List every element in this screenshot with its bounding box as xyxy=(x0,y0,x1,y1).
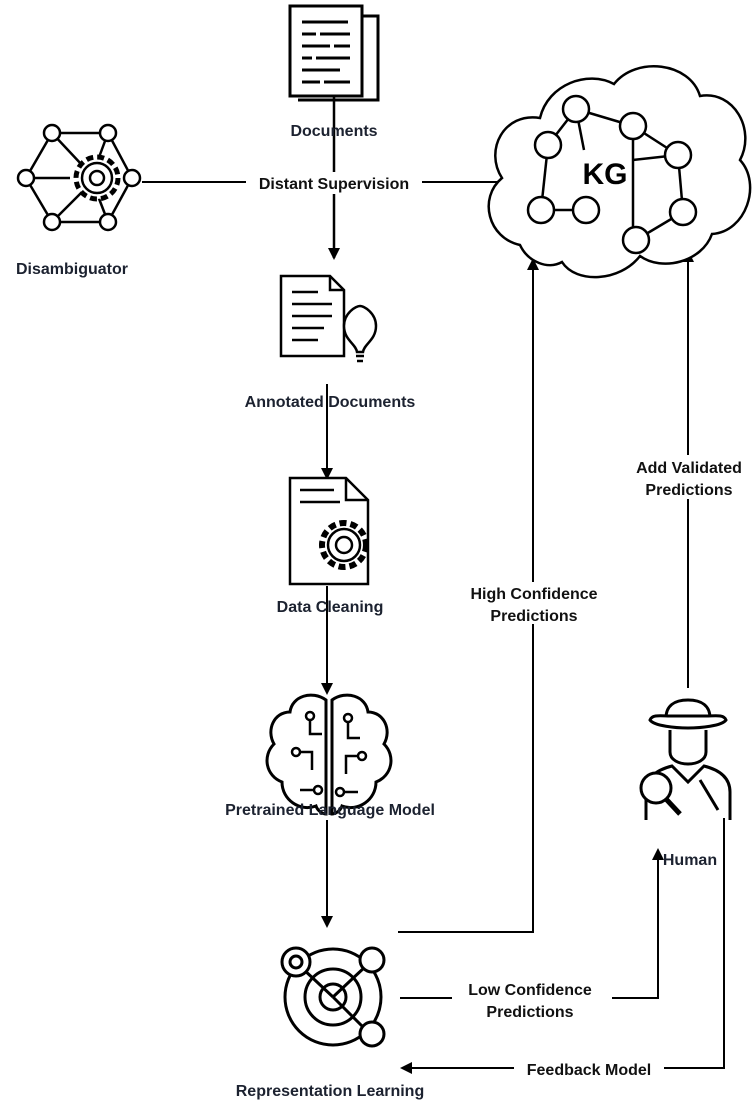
add-validated-backdrop xyxy=(622,455,754,499)
brain-circuit-icon xyxy=(265,693,393,816)
kg-label: KG xyxy=(583,158,628,191)
low-confidence-label-line1: Low Confidence xyxy=(468,982,592,999)
data-cleaning-icon xyxy=(288,476,370,586)
documents-icon xyxy=(288,4,380,102)
representation-learning-icon xyxy=(280,946,386,1048)
high-confidence-label-line2: Predictions xyxy=(490,608,577,625)
edge-labels: Distant Supervision High Confidence Pred… xyxy=(246,172,754,1080)
annotated-document-icon xyxy=(279,274,378,363)
feedback-model-backdrop xyxy=(514,1058,664,1080)
low-confidence-backdrop xyxy=(452,980,612,1022)
disambiguator-network-icon xyxy=(16,123,142,232)
distant-supervision-backdrop xyxy=(246,172,422,194)
human-detective-icon xyxy=(639,698,732,820)
high-confidence-backdrop xyxy=(454,582,614,624)
kg-cloud-icon xyxy=(487,65,752,279)
pretrained-language-model-label: Pretrained Language Model xyxy=(225,802,435,819)
disambiguator-label: Disambiguator xyxy=(16,261,128,278)
low-confidence-label-line2: Predictions xyxy=(486,1004,573,1021)
add-validated-label-line1: Add Validated xyxy=(636,460,742,477)
human-label: Human xyxy=(663,852,717,869)
node-labels: Documents Disambiguator KG Annotated Doc… xyxy=(16,123,717,1100)
representation-learning-label: Representation Learning xyxy=(236,1083,424,1100)
add-validated-label-line2: Predictions xyxy=(645,482,732,499)
edge-low-confidence xyxy=(400,848,664,999)
distant-supervision-label: Distant Supervision xyxy=(259,176,409,193)
edge-feedback-model xyxy=(400,818,725,1074)
documents-label: Documents xyxy=(290,123,377,140)
feedback-model-label: Feedback Model xyxy=(527,1062,651,1079)
high-confidence-label-line1: High Confidence xyxy=(470,586,597,603)
annotated-documents-label: Annotated Documents xyxy=(245,394,416,411)
edge-high-confidence xyxy=(398,258,539,933)
data-cleaning-label: Data Cleaning xyxy=(277,599,384,616)
